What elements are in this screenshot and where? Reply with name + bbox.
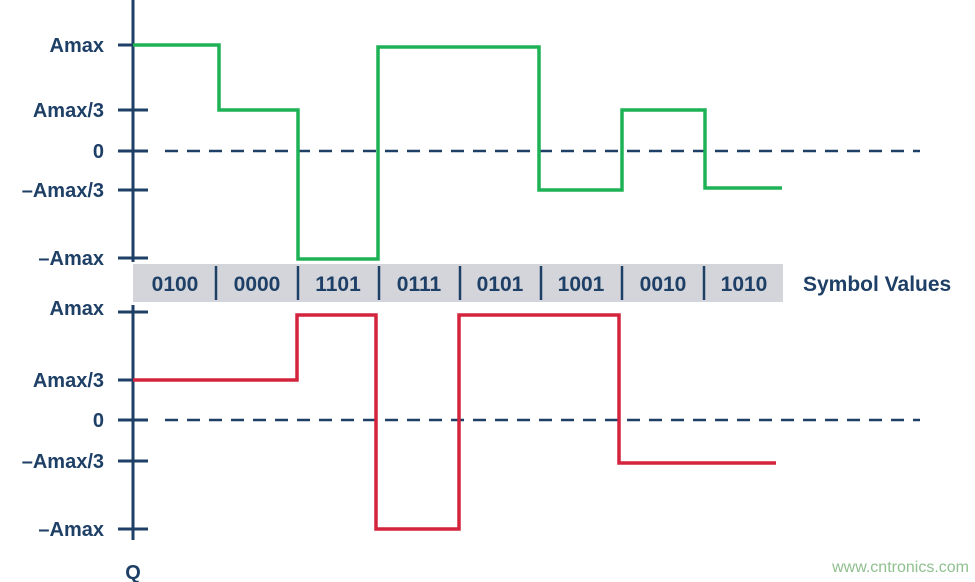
symbol-value: 1010 — [721, 273, 768, 296]
i-tick-label-zero: 0 — [93, 141, 104, 163]
q-tick-label-neg-amax: –Amax — [38, 519, 104, 541]
symbol-value: 0101 — [477, 273, 524, 296]
symbol-values-bar — [133, 264, 783, 302]
q-tick-label-amax: Amax — [50, 298, 104, 320]
i-signal-trace — [133, 43, 782, 261]
symbol-value: 1001 — [558, 273, 605, 296]
q-axis-name: Q — [125, 562, 141, 582]
i-tick-label-amax-3: Amax/3 — [33, 100, 104, 122]
symbol-value: 0010 — [640, 273, 687, 296]
symbol-value: 1101 — [315, 273, 361, 296]
q-signal-trace — [133, 313, 776, 531]
q-tick-label-neg-amax-3: –Amax/3 — [22, 451, 104, 473]
symbol-value: 0000 — [234, 273, 281, 296]
i-tick-label-neg-amax: –Amax — [38, 248, 104, 270]
watermark-text: www.cntronics.com — [831, 559, 969, 576]
q-tick-label-zero: 0 — [93, 410, 104, 432]
symbol-values-legend: Symbol Values — [803, 273, 951, 296]
i-tick-label-neg-amax-3: –Amax/3 — [22, 180, 104, 202]
i-tick-label-amax: Amax — [50, 35, 104, 57]
symbol-value: 0100 — [152, 273, 199, 296]
q-tick-label-amax-3: Amax/3 — [33, 370, 104, 392]
symbol-value: 0111 — [397, 273, 442, 296]
